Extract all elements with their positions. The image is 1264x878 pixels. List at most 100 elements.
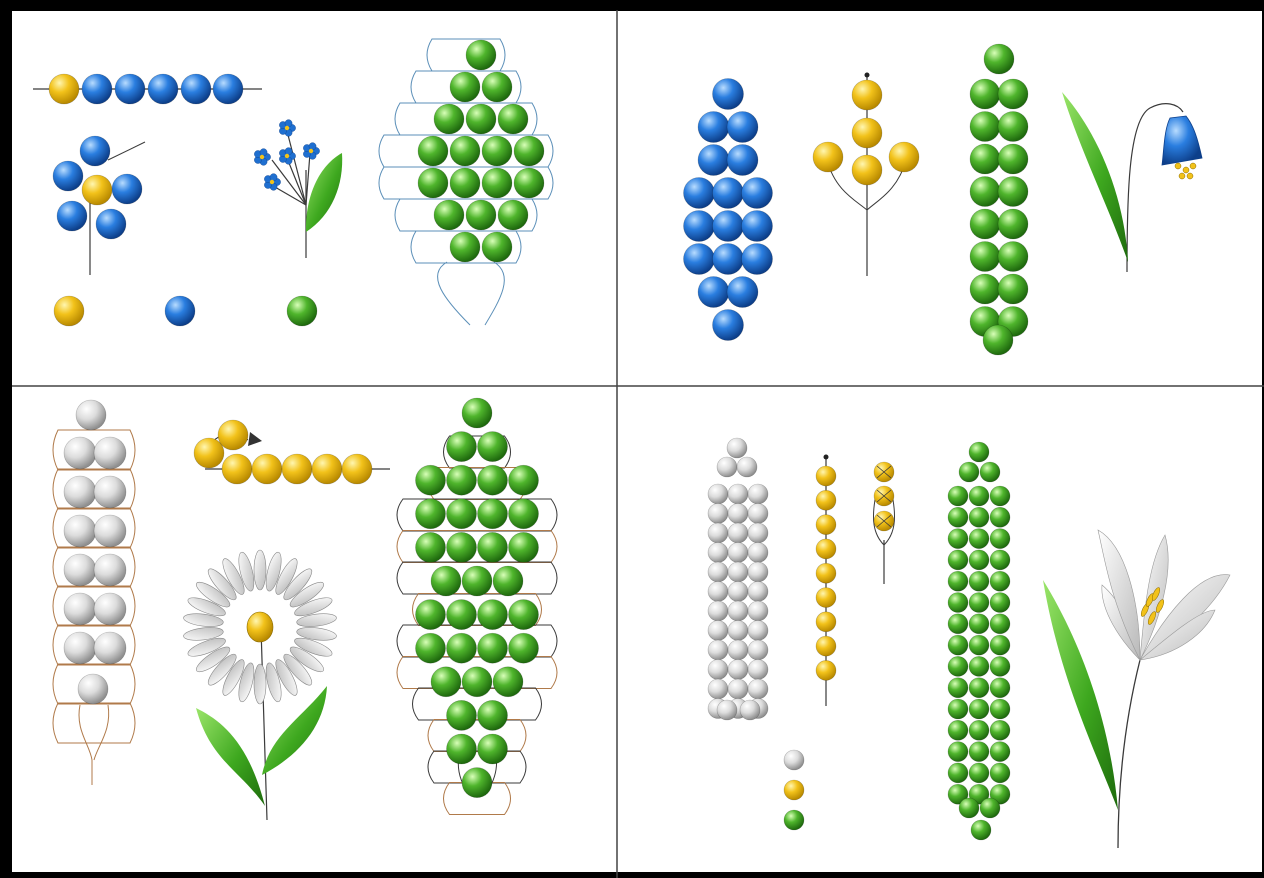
- tiny-flower: [264, 174, 280, 191]
- white-bead: [708, 621, 728, 641]
- green-bead: [948, 571, 968, 591]
- green-bead: [969, 742, 989, 762]
- white-bead: [708, 484, 728, 504]
- blue-bead: [727, 145, 758, 176]
- white-bead: [728, 543, 748, 563]
- green-bead: [493, 566, 523, 596]
- green-bead: [969, 507, 989, 527]
- bluebell-panel: [684, 44, 1203, 355]
- green-bead: [509, 532, 539, 562]
- green-bead: [970, 79, 1000, 109]
- yellow-bead: [852, 80, 882, 110]
- green-bead: [969, 678, 989, 698]
- green-bead: [990, 550, 1010, 570]
- white-bead: [64, 632, 96, 664]
- green-bead: [969, 442, 989, 462]
- blue-bead: [698, 145, 729, 176]
- green-bead: [447, 465, 477, 495]
- white-bead: [708, 543, 728, 563]
- green-bead: [948, 763, 968, 783]
- green-bead: [287, 296, 317, 326]
- green-bead: [509, 499, 539, 529]
- green-bead: [416, 600, 446, 630]
- white-bead: [748, 640, 768, 660]
- arrow-head: [248, 432, 262, 446]
- white-bead: [748, 621, 768, 641]
- green-bead: [450, 136, 480, 166]
- white-bead: [748, 601, 768, 621]
- yellow-bead: [852, 155, 882, 185]
- blue-bead: [698, 112, 729, 143]
- white-bead: [728, 621, 748, 641]
- green-bead: [990, 699, 1010, 719]
- yellow-bead: [816, 636, 836, 656]
- flower-center: [260, 155, 264, 159]
- green-bead: [447, 532, 477, 562]
- white-bead: [748, 543, 768, 563]
- wire: [108, 142, 145, 160]
- green-bead: [498, 200, 528, 230]
- bluebell-bloom: [1162, 116, 1202, 165]
- green-bead: [447, 600, 477, 630]
- white-bead: [748, 582, 768, 602]
- green-bead: [948, 720, 968, 740]
- white-bead: [748, 504, 768, 524]
- green-bead: [416, 633, 446, 663]
- white-bead: [708, 640, 728, 660]
- green-bead: [969, 720, 989, 740]
- green-bead: [970, 112, 1000, 142]
- white-bead: [708, 679, 728, 699]
- flower-center: [309, 149, 313, 153]
- blue-bead: [165, 296, 195, 326]
- leaf: [262, 686, 327, 775]
- green-bead: [998, 177, 1028, 207]
- blue-bead: [148, 74, 178, 104]
- green-bead: [447, 432, 477, 462]
- yellow-bead: [816, 612, 836, 632]
- stamen: [1179, 173, 1185, 179]
- yellow-bead: [816, 563, 836, 583]
- wire: [287, 131, 306, 205]
- green-bead: [416, 465, 446, 495]
- petal: [309, 143, 316, 150]
- white-bead: [64, 554, 96, 586]
- leaf: [196, 708, 265, 806]
- green-bead: [447, 499, 477, 529]
- green-bead: [509, 600, 539, 630]
- wire: [287, 158, 306, 205]
- yellow-bead: [222, 454, 252, 484]
- yellow-bead: [312, 454, 342, 484]
- green-bead: [462, 667, 492, 697]
- lily-panel: [708, 438, 1230, 848]
- petal: [285, 120, 292, 127]
- green-bead: [990, 593, 1010, 613]
- forget-me-not-panel: [33, 39, 553, 326]
- tiny-flower: [279, 120, 295, 137]
- wire: [438, 262, 470, 325]
- leaf: [1043, 580, 1118, 810]
- green-bead: [980, 798, 1000, 818]
- blue-bead: [82, 74, 112, 104]
- white-bead: [94, 437, 126, 469]
- yellow-bead: [852, 118, 882, 148]
- green-bead: [990, 678, 1010, 698]
- green-bead: [969, 614, 989, 634]
- white-bead: [708, 562, 728, 582]
- green-bead: [998, 144, 1028, 174]
- green-bead: [948, 699, 968, 719]
- blue-bead: [96, 209, 126, 239]
- leaf: [306, 153, 342, 232]
- green-bead: [998, 242, 1028, 272]
- blue-bead: [181, 74, 211, 104]
- green-bead: [509, 633, 539, 663]
- green-bead: [514, 168, 544, 198]
- green-bead: [969, 635, 989, 655]
- green-bead: [990, 507, 1010, 527]
- wire-tip: [865, 73, 870, 78]
- green-bead: [969, 699, 989, 719]
- green-bead: [416, 532, 446, 562]
- blue-bead: [213, 74, 243, 104]
- stamen: [1175, 163, 1181, 169]
- blue-bead: [727, 277, 758, 308]
- flower-center: [270, 180, 274, 184]
